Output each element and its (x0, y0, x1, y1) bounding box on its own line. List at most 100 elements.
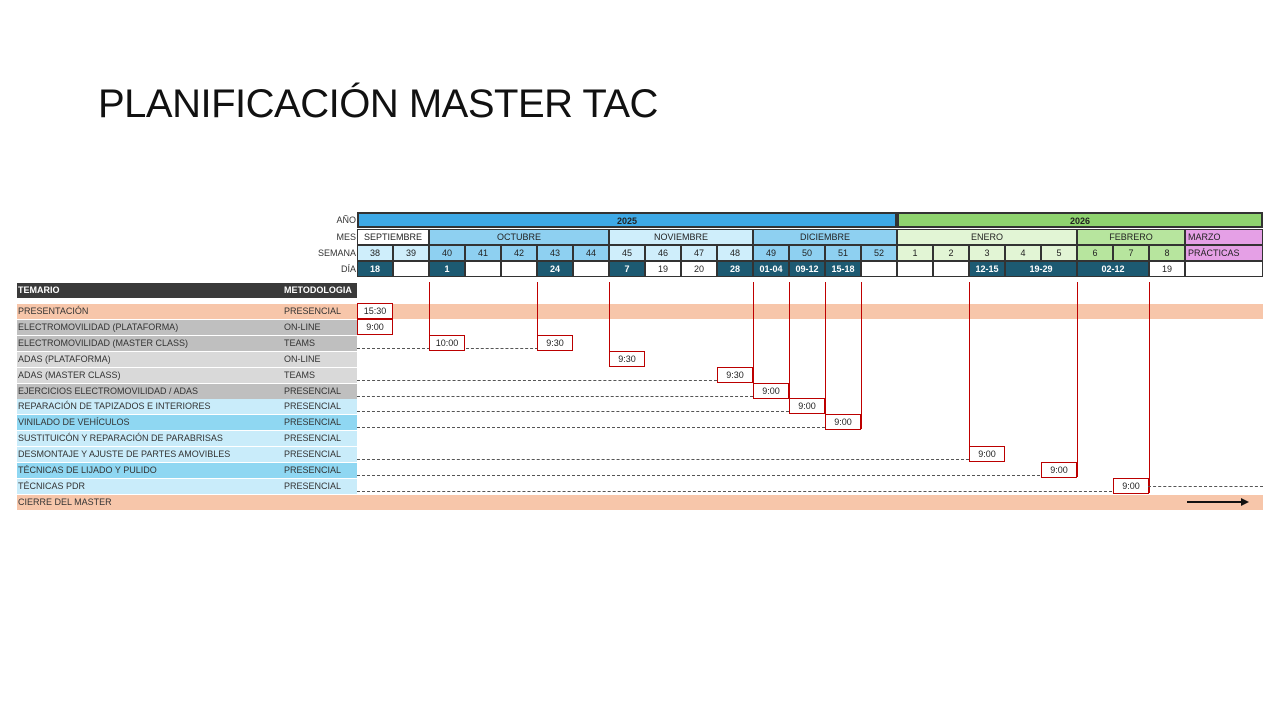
session-time-7: 9:00 (789, 398, 825, 415)
month-cell-4: ENERO (897, 229, 1077, 245)
header-label-week: SEMANA (317, 248, 356, 258)
row-topic-1: ELECTROMOVILIDAD (PLATAFORMA) (18, 321, 179, 332)
day-cell-10: 28 (717, 261, 753, 277)
week-cell-20: 6 (1077, 245, 1113, 261)
session-time-10: 9:00 (1041, 462, 1077, 478)
milestone-line-3 (753, 282, 754, 398)
session-time-9: 9:00 (969, 446, 1005, 463)
day-cell-16 (933, 261, 969, 277)
row-topic-12: CIERRE DEL MASTER (18, 496, 112, 507)
row-method-10: PRESENCIAL (284, 465, 342, 475)
header-label-day: DÍA (340, 264, 356, 274)
week-cell-15: 1 (897, 245, 933, 261)
row-band-8 (17, 431, 357, 447)
milestone-line-0 (429, 282, 430, 350)
week-cell-0: 38 (357, 245, 393, 261)
week-cell-22: 8 (1149, 245, 1185, 261)
session-time-8: 9:00 (825, 414, 861, 431)
month-cell-2: NOVIEMBRE (609, 229, 753, 245)
row-topic-8: SUSTITUICÓN Y REPARACIÓN DE PARABRISAS (18, 433, 223, 444)
row-method-6: PRESENCIAL (284, 401, 342, 412)
milestone-line-6 (861, 282, 862, 430)
day-cell-0: 18 (357, 261, 393, 277)
row-topic-2: ELECTROMOVILIDAD (MASTER CLASS) (18, 337, 189, 348)
day-cell-9: 20 (681, 261, 717, 277)
row-connector-8 (357, 427, 825, 429)
table-header-band (17, 283, 357, 298)
row-topic-10: TÉCNICAS DE LIJADO Y PULIDO (18, 465, 157, 475)
day-cell-22: 19 (1149, 261, 1185, 277)
month-cell-3: DICIEMBRE (753, 229, 897, 245)
week-cell-7: 45 (609, 245, 645, 261)
row-method-5: PRESENCIAL (284, 385, 342, 396)
row-method-4: TEAMS (284, 369, 316, 380)
month-cell-1: OCTUBRE (429, 229, 609, 245)
day-cell-13: 15-18 (825, 261, 861, 277)
week-cell-17: 3 (969, 245, 1005, 261)
session-time-3: 9:30 (537, 334, 573, 351)
week-cell-6: 44 (573, 245, 609, 261)
day-cell-17: 12-15 (969, 261, 1005, 277)
row-method-3: ON-LINE (284, 353, 321, 364)
row-connector-11 (357, 490, 1112, 492)
session-time-0: 15:30 (357, 303, 393, 319)
row-band-7 (17, 415, 357, 431)
session-time-5: 9:30 (717, 366, 753, 383)
row-connector-10 (357, 475, 1040, 476)
week-cell-13: 51 (825, 245, 861, 261)
day-cell-7: 7 (609, 261, 645, 277)
table-header-method: METODOLOGIA (284, 285, 352, 295)
session-time-2: 10:00 (429, 334, 465, 351)
week-cell-19: 5 (1041, 245, 1077, 261)
month-cell-6: MARZO (1185, 229, 1263, 245)
arrow-head (1241, 497, 1249, 506)
week-cell-23: PRÁCTICAS (1185, 245, 1263, 261)
week-cell-4: 42 (501, 245, 537, 261)
day-cell-12: 09-12 (789, 261, 825, 277)
row-method-1: ON-LINE (284, 321, 321, 332)
day-cell-1 (393, 261, 429, 277)
header-label-year: AÑO (336, 215, 356, 225)
row-topic-3: ADAS (PLATAFORMA) (18, 353, 111, 364)
row-band-5 (17, 383, 357, 399)
week-cell-14: 52 (861, 245, 897, 261)
row-connector-2 (357, 347, 430, 349)
year-cell-2026: 2026 (897, 212, 1263, 228)
closing-arrow-icon (1187, 497, 1249, 506)
year-cell-2025: 2025 (357, 212, 897, 228)
row-connector-7 (357, 411, 789, 413)
session-time-11: 9:00 (1113, 477, 1149, 494)
row-band-9 (17, 447, 357, 463)
row-band-3 (17, 351, 357, 367)
week-cell-11: 49 (753, 245, 789, 261)
milestone-line-7 (969, 282, 970, 462)
row-method-0: PRESENCIAL (284, 306, 342, 316)
row-connector-6 (357, 395, 753, 397)
row-topic-5: EJERCICIOS ELECTROMOVILIDAD / ADAS (18, 385, 199, 396)
milestone-line-9 (1149, 282, 1150, 493)
day-cell-23 (1185, 261, 1263, 277)
row-method-8: PRESENCIAL (284, 433, 342, 444)
row-method-11: PRESENCIAL (284, 480, 342, 491)
row-method-7: PRESENCIAL (284, 417, 342, 428)
day-cell-4 (501, 261, 537, 277)
table-header-topic: TEMARIO (18, 285, 60, 295)
day-cell-14 (861, 261, 897, 277)
month-cell-0: SEPTIEMBRE (357, 229, 429, 245)
row-topic-7: VINILADO DE VEHÍCULOS (18, 417, 130, 428)
row-method-2: TEAMS (284, 337, 316, 348)
row-band-10 (17, 463, 357, 478)
week-cell-3: 41 (465, 245, 501, 261)
session-time-6: 9:00 (753, 382, 789, 399)
session-time-4: 9:30 (609, 350, 645, 367)
milestone-line-5 (825, 282, 826, 430)
day-cell-2: 1 (429, 261, 465, 277)
row-topic-9: DESMONTAJE Y AJUSTE DE PARTES AMOVIBLES (18, 449, 231, 460)
row-method-9: PRESENCIAL (284, 449, 342, 460)
day-cell-20: 02-12 (1077, 261, 1149, 277)
page-title: PLANIFICACIÓN MASTER TAC (98, 82, 658, 126)
day-cell-15 (897, 261, 933, 277)
row-band-2 (17, 335, 357, 351)
row-band-4 (17, 367, 357, 383)
